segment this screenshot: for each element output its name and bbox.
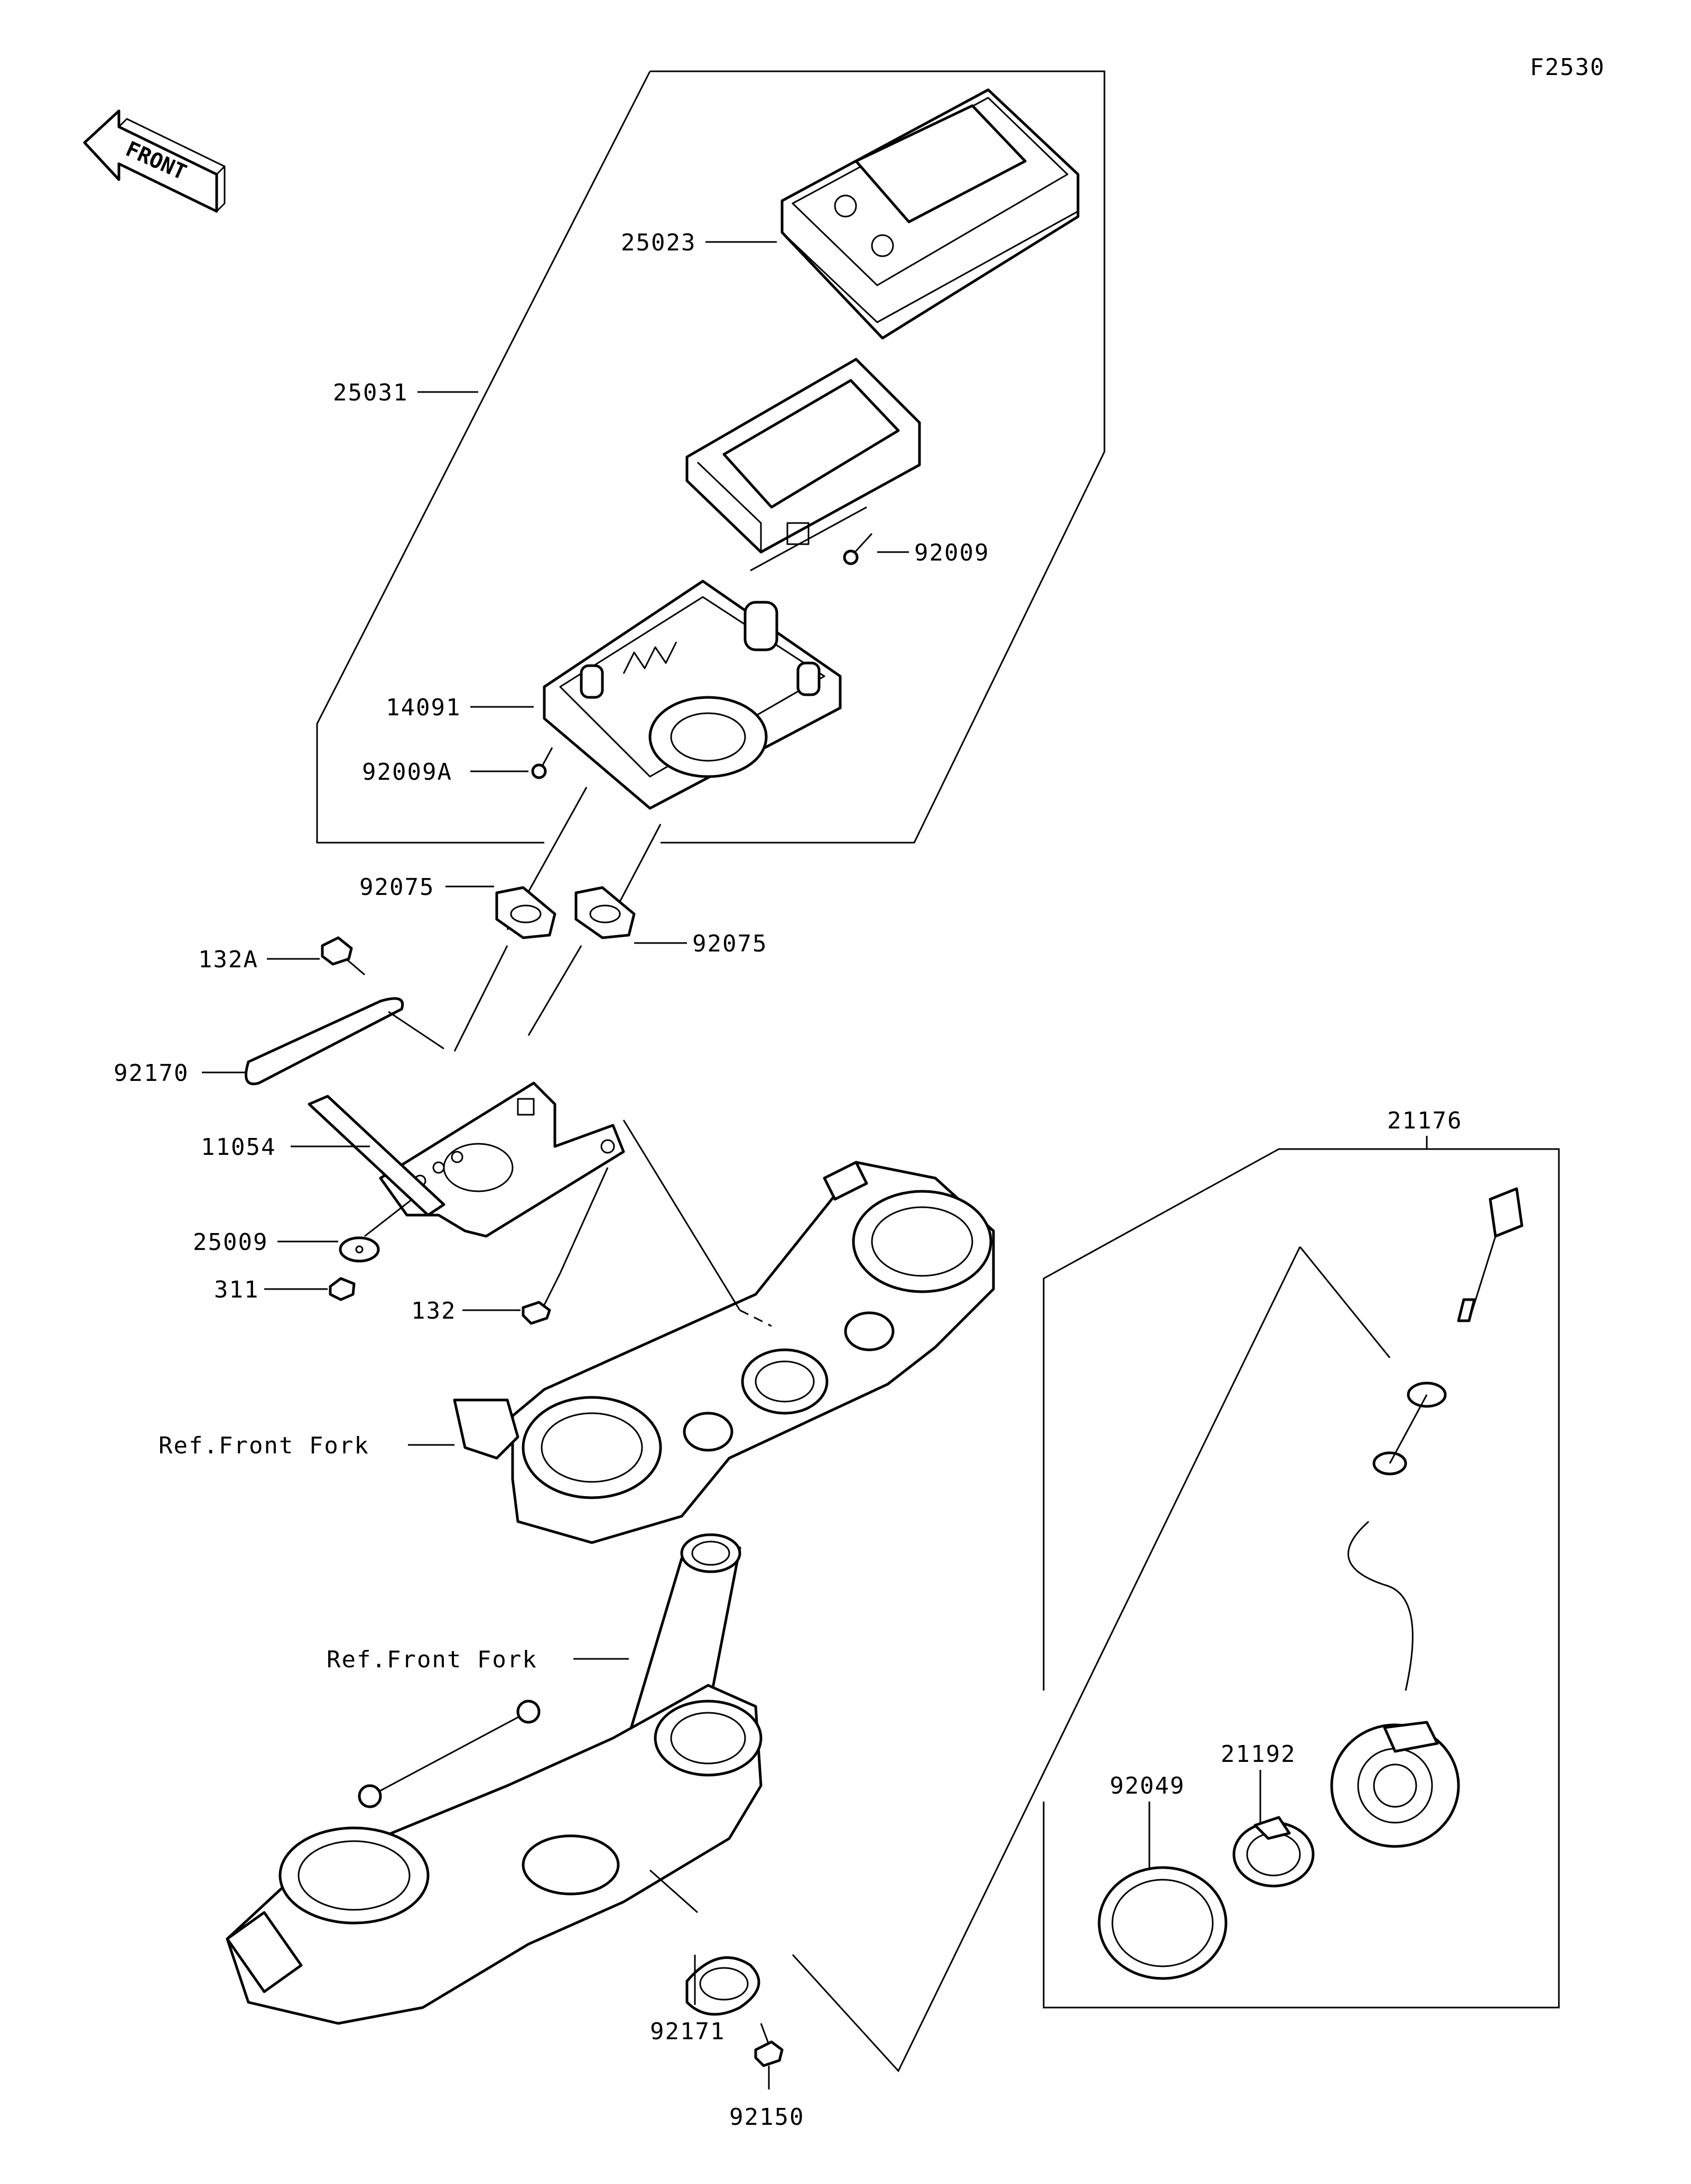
- label-25009: 25009: [193, 1229, 268, 1256]
- grommet-92075-left-part: [495, 886, 556, 939]
- label-11054: 11054: [201, 1134, 276, 1161]
- label-14091: 14091: [386, 694, 461, 721]
- upper-triple-clamp-part: [453, 1161, 995, 1544]
- sensor-21176-part: [1330, 1187, 1523, 1848]
- strap-92170-part: [245, 997, 404, 1085]
- lower-triple-clamp-part: [226, 1684, 763, 2025]
- grommet-92075-right-part: [574, 886, 636, 939]
- label-21176: 21176: [1387, 1107, 1462, 1134]
- seal-92049-part: [1098, 1866, 1228, 1980]
- meter-cover-part: [781, 88, 1080, 340]
- bolt-132-part: [522, 1167, 609, 1325]
- label-92009A: 92009A: [362, 759, 452, 786]
- bolt-132A-part: [321, 936, 365, 976]
- screw-92009A-part: [531, 747, 553, 779]
- label-92075-right: 92075: [692, 930, 767, 957]
- front-arrow-icon: FRONT: [83, 109, 226, 213]
- label-92150: 92150: [729, 2104, 804, 2131]
- label-92049: 92049: [1110, 1772, 1185, 1799]
- label-132: 132: [411, 1298, 456, 1324]
- meter-case-part: [543, 580, 842, 810]
- label-ref-front-fork-lower: Ref.Front Fork: [327, 1646, 537, 1673]
- label-25031: 25031: [333, 379, 408, 406]
- label-ref-front-fork-upper: Ref.Front Fork: [159, 1432, 369, 1459]
- clamp-92171-part: [685, 1956, 760, 2016]
- ring-21192-part: [1232, 1816, 1315, 1888]
- label-25023: 25023: [621, 229, 696, 256]
- bolt-92150-part: [754, 2023, 784, 2067]
- label-21192: 21192: [1221, 1741, 1296, 1768]
- label-92171: 92171: [650, 2018, 725, 2045]
- meter-unit-part: [685, 358, 921, 572]
- nut-311-part: [329, 1277, 356, 1301]
- label-92009: 92009: [914, 539, 989, 566]
- diagram-code: F2530: [1530, 54, 1605, 81]
- washer-25009-part: [339, 1236, 380, 1263]
- bracket-11054-part: [308, 1081, 625, 1238]
- label-311: 311: [214, 1276, 259, 1303]
- label-92075-left: 92075: [359, 874, 434, 901]
- meter-assembly-outline: [316, 70, 1105, 844]
- screw-92009-part: [843, 533, 873, 565]
- label-92170: 92170: [114, 1060, 189, 1087]
- label-132A: 132A: [198, 946, 258, 973]
